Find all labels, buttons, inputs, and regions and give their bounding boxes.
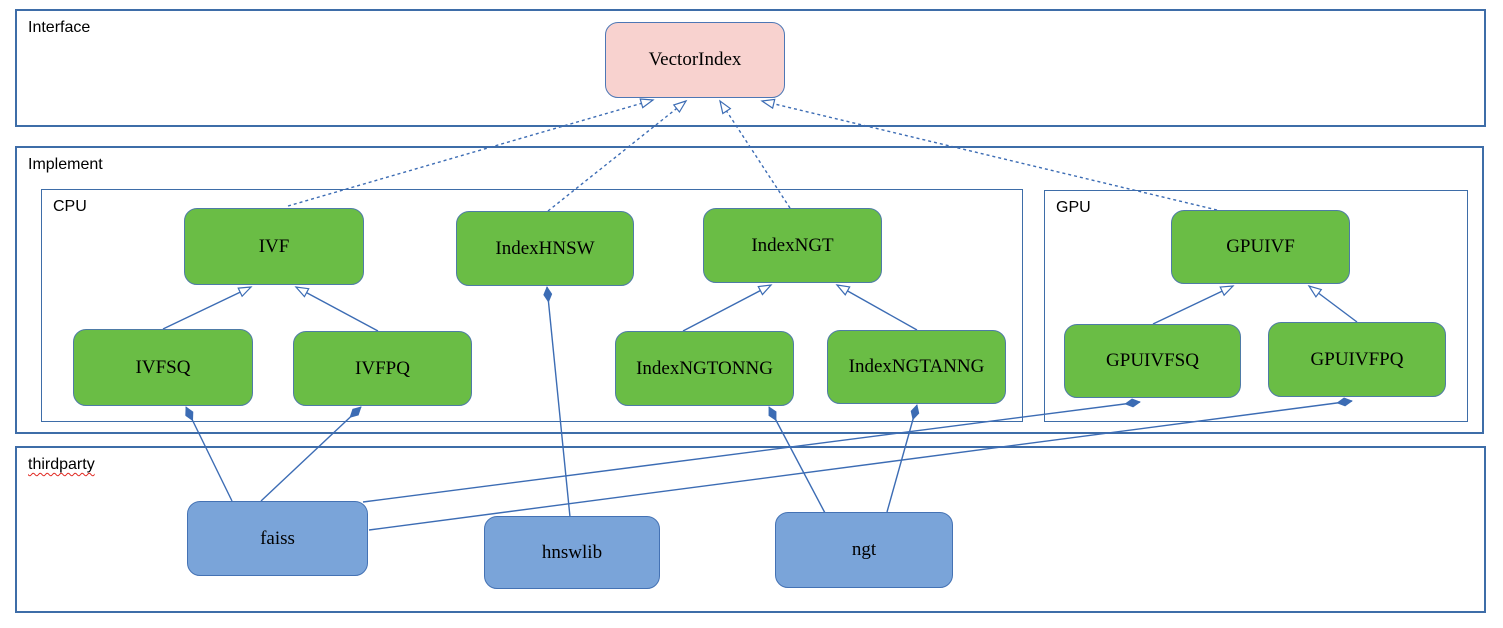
node-indexngtanng-label: IndexNGTANNG: [848, 356, 985, 377]
node-indexhnsw-label: IndexHNSW: [495, 237, 595, 259]
container-implement-label: Implement: [28, 156, 103, 173]
container-interface-label: Interface: [28, 19, 91, 36]
node-vectorindex: VectorIndex: [605, 22, 785, 98]
node-hnswlib: hnswlib: [484, 516, 660, 589]
node-ngt-label: ngt: [851, 539, 877, 560]
node-indexngtonng: IndexNGTONNG: [615, 331, 794, 406]
node-vectorindex-label: VectorIndex: [648, 49, 742, 70]
node-ivfsq-label: IVFSQ: [135, 356, 191, 378]
container-cpu-label: CPU: [53, 198, 87, 215]
node-indexngt-label: IndexNGT: [751, 234, 834, 256]
node-indexngtonng-label: IndexNGTONNG: [636, 357, 773, 379]
node-ngt: ngt: [775, 512, 953, 588]
node-ivf: IVF: [184, 208, 364, 285]
node-indexhnsw: IndexHNSW: [456, 211, 634, 286]
node-faiss: faiss: [187, 501, 368, 576]
node-ivfpq: IVFPQ: [293, 331, 472, 406]
node-gpuivf-label: GPUIVF: [1226, 236, 1295, 257]
node-ivf-label: IVF: [258, 235, 290, 257]
node-faiss-label: faiss: [260, 527, 295, 549]
node-gpuivfsq: GPUIVFSQ: [1064, 324, 1241, 398]
node-indexngt: IndexNGT: [703, 208, 882, 283]
node-ivfsq: IVFSQ: [73, 329, 253, 406]
node-gpuivf: GPUIVF: [1171, 210, 1350, 284]
container-thirdparty-label: thirdparty: [28, 456, 95, 473]
node-indexngtanng: IndexNGTANNG: [827, 330, 1006, 404]
node-gpuivfpq-label: GPUIVFPQ: [1310, 348, 1404, 370]
node-hnswlib-label: hnswlib: [541, 541, 603, 563]
node-ivfpq-label: IVFPQ: [355, 357, 410, 379]
node-gpuivfsq-label: GPUIVFSQ: [1106, 350, 1199, 371]
node-gpuivfpq: GPUIVFPQ: [1268, 322, 1446, 397]
container-gpu-label: GPU: [1056, 199, 1091, 216]
